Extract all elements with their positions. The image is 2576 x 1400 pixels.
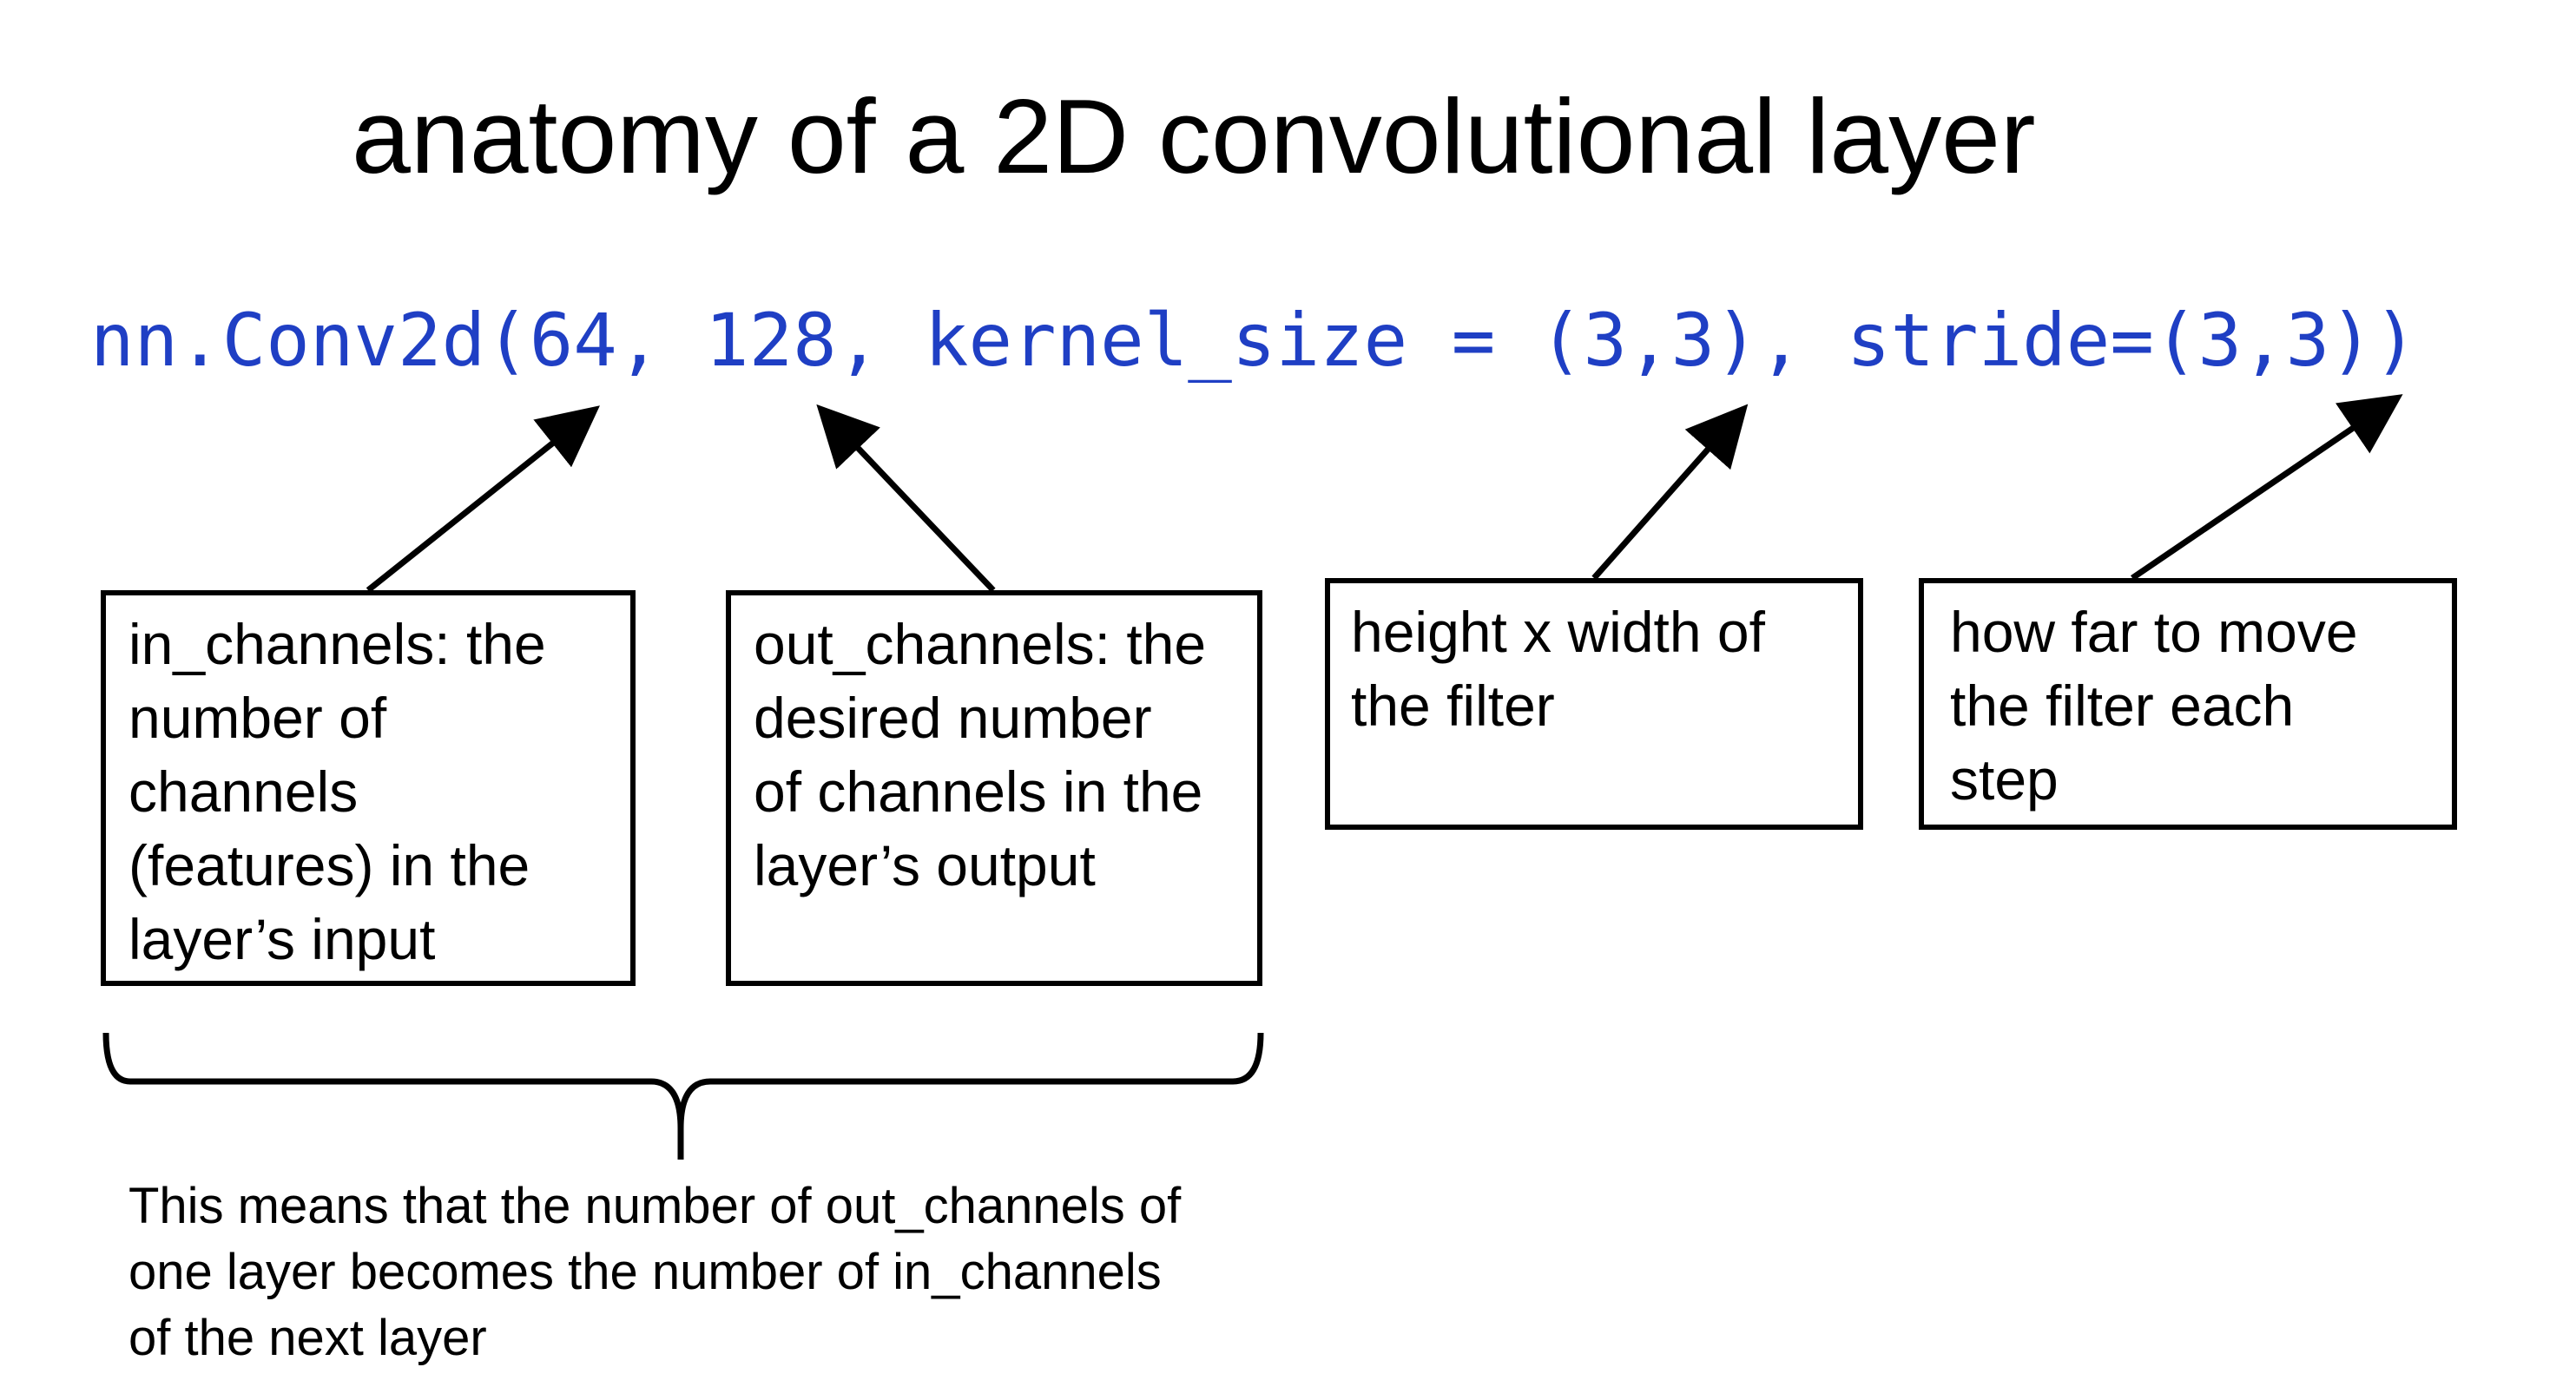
arrow-out-channels bbox=[816, 404, 996, 593]
out-channels-label: out_channels: the desired number of chan… bbox=[754, 612, 1207, 897]
in-channels-box bbox=[101, 590, 636, 986]
out-channels-box bbox=[726, 590, 1262, 986]
arrow-stride bbox=[2131, 394, 2403, 581]
stride-box bbox=[1919, 578, 2457, 830]
arrow-in-channels bbox=[366, 405, 600, 593]
kernel-size-box bbox=[1325, 578, 1863, 830]
kernel-size-label: height x width of the filter bbox=[1351, 600, 1765, 738]
page-title: anatomy of a 2D convolutional layer bbox=[352, 77, 2036, 195]
code-line: nn.Conv2d(64, 128, kernel_size = (3,3), … bbox=[90, 298, 2418, 383]
channels-note: This means that the number of out_channe… bbox=[128, 1178, 1182, 1366]
curly-brace bbox=[102, 1032, 1264, 1160]
arrow-kernel-size bbox=[1591, 404, 1749, 581]
in-channels-label: in_channels: the number of channels (fea… bbox=[128, 612, 546, 971]
stride-label: how far to move the filter each step bbox=[1950, 600, 2358, 812]
